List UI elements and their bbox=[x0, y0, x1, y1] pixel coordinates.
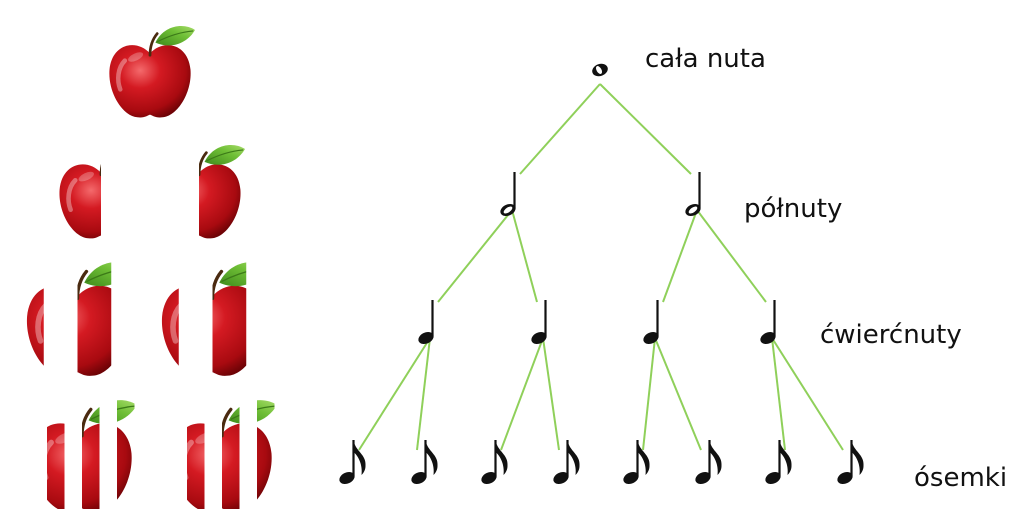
quarter-note-icon bbox=[531, 300, 547, 345]
tree-branch bbox=[662, 209, 698, 303]
half-note-icon bbox=[685, 172, 701, 217]
tree-branch bbox=[599, 83, 692, 175]
tree-branches bbox=[358, 83, 844, 451]
eighth-note-icon bbox=[411, 440, 438, 485]
note-symbols bbox=[339, 63, 864, 485]
tree-branch bbox=[771, 337, 844, 451]
tree-branch bbox=[642, 337, 656, 451]
eighth-note-icon bbox=[837, 440, 864, 485]
tree-branch bbox=[696, 209, 767, 303]
apple-image bbox=[109, 26, 195, 117]
tree-branch bbox=[358, 337, 431, 451]
whole-note-icon bbox=[592, 63, 608, 77]
label-quarter-notes: ćwierćnuty bbox=[820, 320, 962, 350]
tree-branch bbox=[771, 337, 786, 451]
tree-branch bbox=[511, 209, 538, 303]
apple-row-2 bbox=[59, 127, 245, 253]
apple-row-4 bbox=[27, 253, 280, 385]
quarter-note-icon bbox=[643, 300, 659, 345]
eighth-note-icon bbox=[553, 440, 580, 485]
tree-branch bbox=[542, 337, 560, 451]
quarter-note-icon bbox=[418, 300, 434, 345]
label-half-notes: półnuty bbox=[744, 194, 843, 224]
tree-branch bbox=[500, 337, 544, 451]
eighth-note-icon bbox=[481, 440, 508, 485]
quarter-note-icon bbox=[760, 300, 776, 345]
apple-image bbox=[172, 400, 277, 509]
label-whole-note: cała nuta bbox=[645, 44, 766, 74]
label-eighth-notes: ósemki bbox=[914, 463, 1008, 493]
tree-branch bbox=[416, 337, 431, 451]
apple-image bbox=[32, 400, 137, 509]
eighth-note-icon bbox=[765, 440, 792, 485]
tree-branch bbox=[519, 83, 601, 175]
tree-branch bbox=[437, 209, 513, 303]
half-note-icon bbox=[500, 172, 516, 217]
tree-branch bbox=[654, 337, 702, 451]
eighth-note-icon bbox=[623, 440, 650, 485]
apple-fractions bbox=[27, 26, 292, 514]
apple-row-1 bbox=[109, 26, 195, 117]
eighth-note-icon bbox=[695, 440, 722, 485]
eighth-note-icon bbox=[339, 440, 366, 485]
apple-row-8 bbox=[30, 391, 292, 514]
